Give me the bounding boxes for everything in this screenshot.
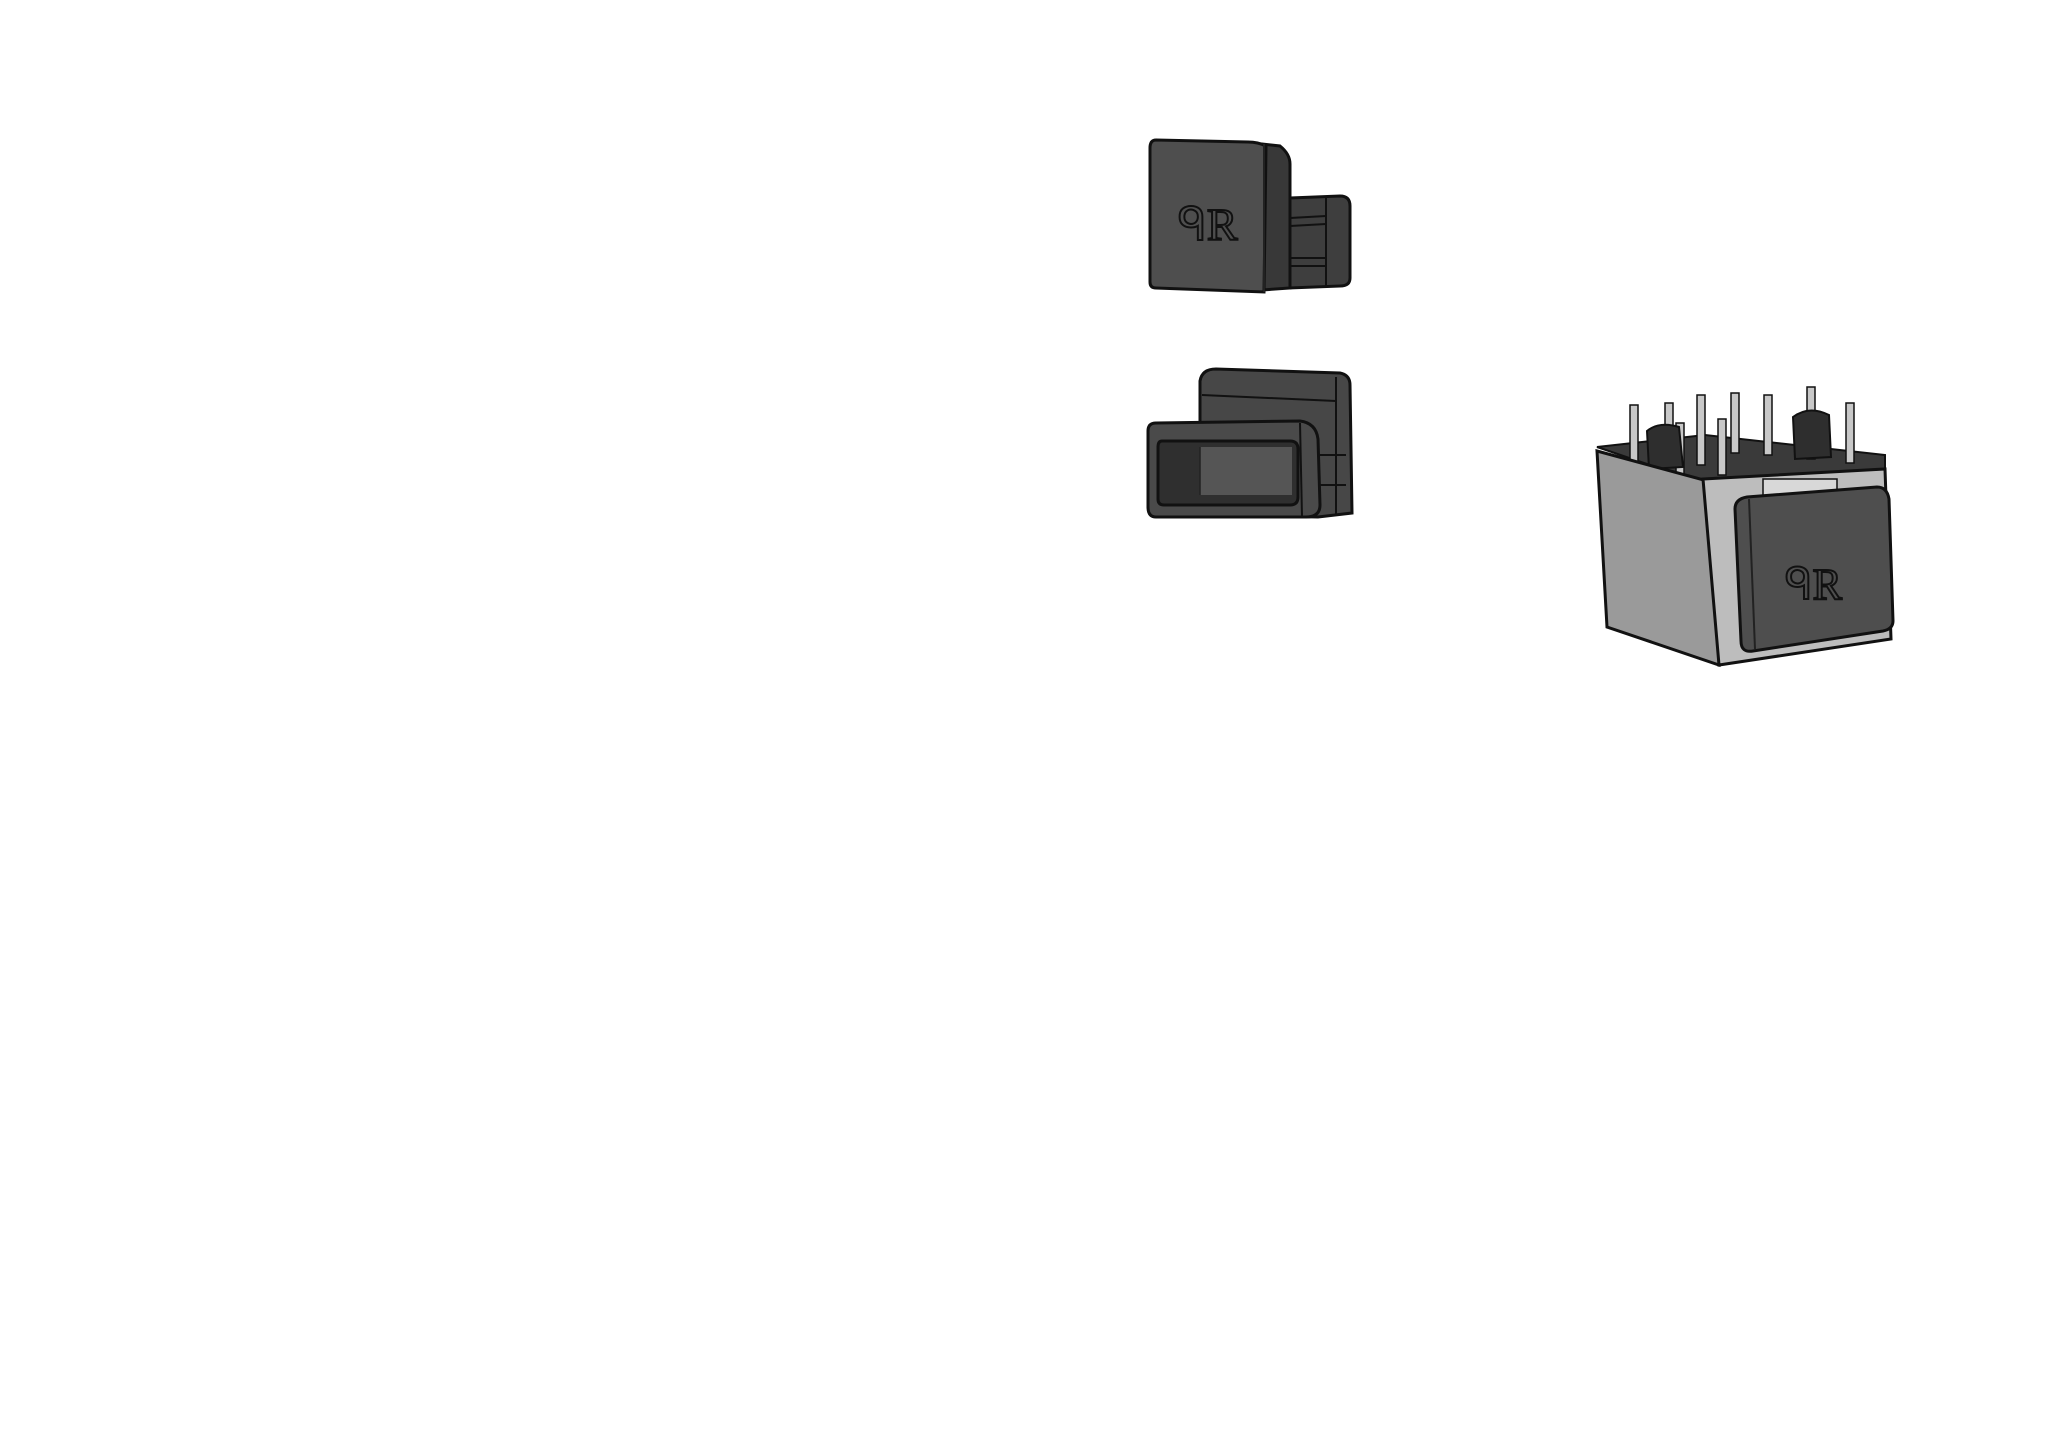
connector-assembly: ᑫR <box>1595 386 1895 668</box>
logo-mark: ᑫR <box>1785 560 1843 609</box>
cap-rear-view <box>1146 367 1354 519</box>
logo-mark: ᑫR <box>1178 199 1238 250</box>
cap-front-view: ᑫR <box>1148 138 1352 294</box>
